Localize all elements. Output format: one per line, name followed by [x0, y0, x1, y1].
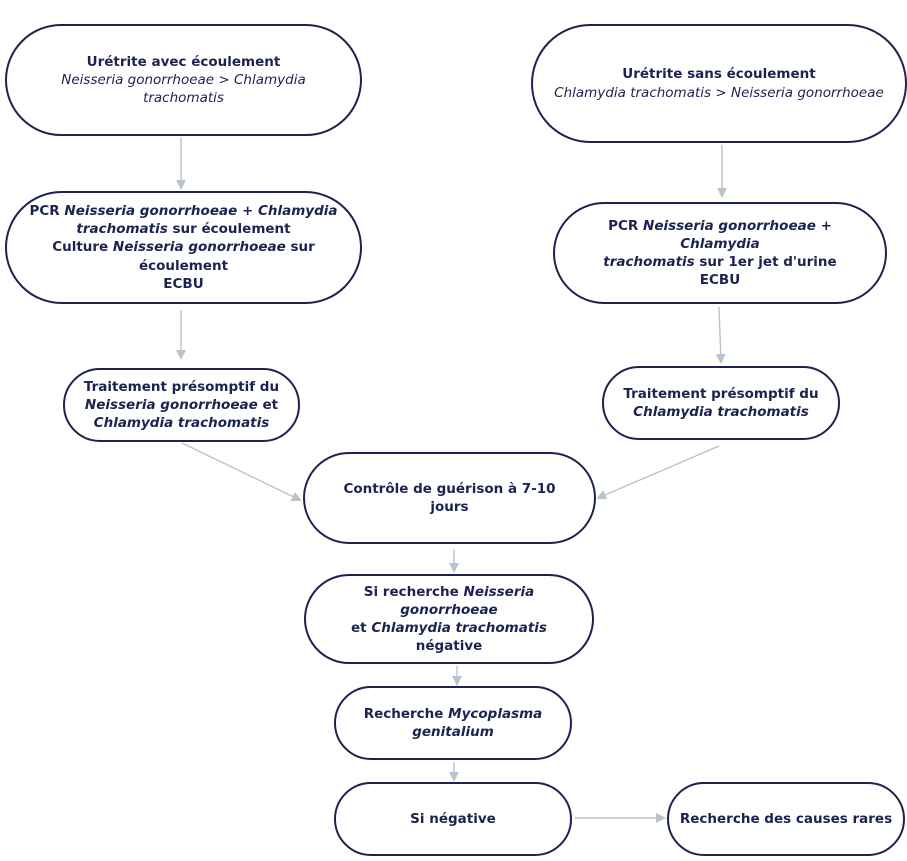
node-negative-search: Si recherche Neisseria gonorrhoeae et Ch… [304, 574, 594, 664]
node-subtitle: Neisseria gonorrhoeae > Chlamydia tracho… [25, 71, 342, 107]
organism-2: Chlamydia trachomatis [143, 71, 306, 107]
pcr-right-line-3: ECBU [699, 272, 741, 289]
treatment-left-line-1: Traitement présomptif du [83, 378, 280, 395]
separator: > [214, 71, 234, 88]
node-urethritis-without-discharge: Urétrite sans écoulement Chlamydia trach… [531, 24, 907, 143]
node-subtitle: Chlamydia trachomatis > Neisseria gonorr… [554, 84, 884, 102]
node-if-negative: Si négative [334, 782, 572, 856]
treatment-right-line-2: Chlamydia trachomatis [633, 404, 809, 420]
treatment-left-line-2: Neisseria gonorrhoeae et [84, 396, 279, 413]
mycoplasma-line-1: Recherche Mycoplasma [363, 705, 543, 722]
treatment-right-line-1: Traitement présomptif du [623, 385, 819, 402]
mycoplasma-line-2: genitalium [412, 724, 494, 740]
node-pcr-right: PCR Neisseria gonorrhoeae + Chlamydia tr… [553, 202, 887, 304]
pcr-left-line-3: Culture Neisseria gonorrhoeae sur [52, 239, 315, 256]
node-urethritis-with-discharge: Urétrite avec écoulement Neisseria gonor… [5, 24, 362, 136]
cure-control-label: Contrôle de guérison à 7-10 jours [343, 480, 556, 515]
pcr-right-line-1: PCR Neisseria gonorrhoeae + Chlamydia [608, 217, 832, 252]
pcr-left-line-5: ECBU [163, 275, 204, 292]
arrow-right-2 [715, 306, 726, 364]
separator: > [711, 84, 731, 101]
pcr-left-line-4: écoulement [138, 257, 229, 274]
node-rare-causes: Recherche des causes rares [667, 782, 905, 856]
node-title: Urétrite sans écoulement [622, 66, 816, 83]
arrow-right-to-control [596, 445, 720, 500]
pcr-left-line-1: PCR Neisseria gonorrhoeae + Chlamydia [29, 202, 338, 219]
treatment-left-line-3: Chlamydia trachomatis [93, 415, 270, 432]
rare-causes-label: Recherche des causes rares [679, 810, 893, 827]
negative-search-line-1: Si recherche Neisseria gonorrhoeae [363, 583, 535, 618]
arrow-left-to-control [181, 442, 302, 502]
node-title: Urétrite avec écoulement [86, 53, 281, 70]
organism-1: Neisseria gonorrhoeae [61, 71, 215, 88]
node-treatment-left: Traitement présomptif du Neisseria gonor… [63, 368, 300, 442]
node-treatment-right: Traitement présomptif du Chlamydia trach… [602, 366, 840, 440]
organism-2: Neisseria gonorrhoeae [730, 84, 884, 101]
pcr-right-line-2: trachomatis sur 1er jet d'urine [603, 254, 837, 270]
node-pcr-left: PCR Neisseria gonorrhoeae + Chlamydia tr… [5, 191, 362, 304]
negative-search-line-2: et Chlamydia trachomatis négative [351, 620, 547, 655]
pcr-left-line-2: trachomatis sur écoulement [76, 221, 291, 238]
node-mycoplasma: Recherche Mycoplasma genitalium [334, 686, 572, 760]
organism-1: Chlamydia trachomatis [554, 84, 712, 101]
node-cure-control: Contrôle de guérison à 7-10 jours [303, 452, 596, 544]
if-negative-label: Si négative [410, 810, 496, 827]
